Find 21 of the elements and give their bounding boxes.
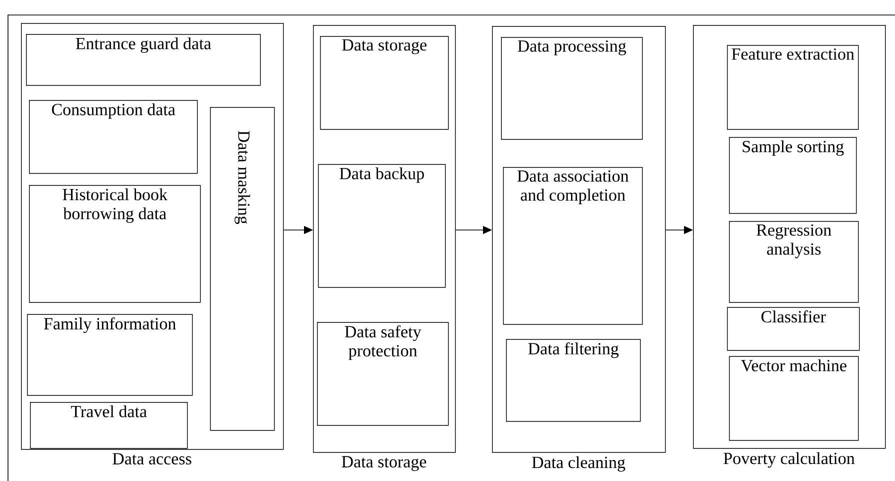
- process-box: Family information: [27, 314, 193, 396]
- process-box: Sample sorting: [729, 137, 857, 214]
- node-label: Data cleaning: [532, 456, 626, 472]
- node-label: Data access: [112, 453, 192, 464]
- process-box: Data filtering: [506, 338, 641, 422]
- node-label: Data storage: [342, 456, 426, 471]
- process-box: Data masking: [210, 107, 275, 431]
- process-box: Data safety protection: [317, 322, 449, 426]
- process-box: Data processing: [501, 37, 643, 140]
- process-box: Historical book borrowing data: [29, 185, 201, 303]
- process-box: Classifier: [727, 307, 860, 351]
- process-box: Entrance guard data: [26, 34, 261, 86]
- process-box: Consumption data: [29, 100, 198, 174]
- process-box: Data backup: [318, 164, 446, 288]
- process-box: Travel data: [30, 402, 188, 449]
- node-label: Poverty calculation: [724, 452, 855, 468]
- process-box: Feature extraction: [727, 45, 859, 130]
- process-box: Vector machine: [729, 356, 859, 441]
- process-box: Data storage: [320, 36, 449, 130]
- process-box: Data association and completion: [503, 167, 643, 325]
- process-box: Regression analysis: [729, 221, 859, 303]
